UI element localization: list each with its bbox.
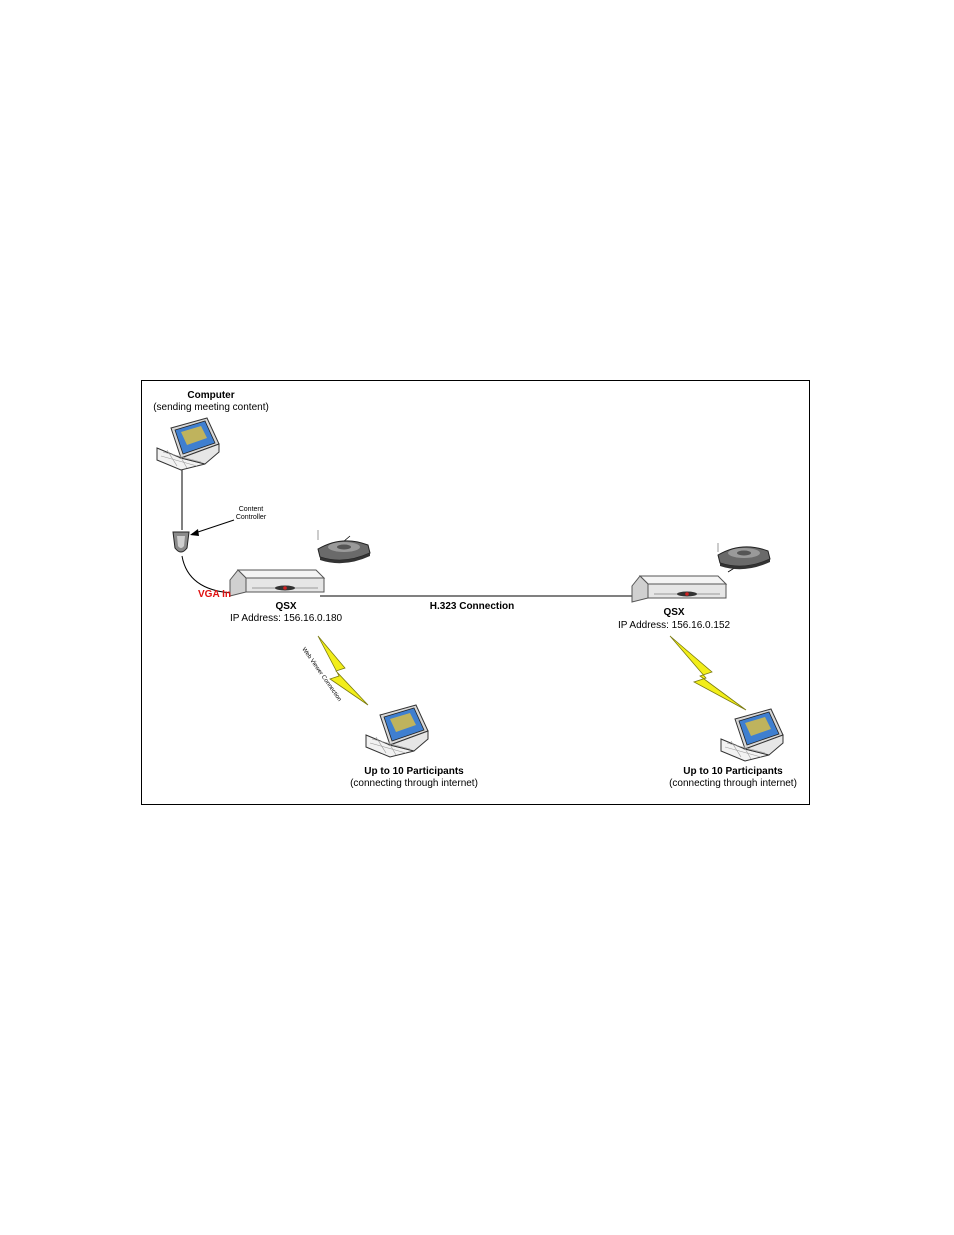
right-speakerphone-icon xyxy=(717,546,771,570)
right-qsx-device-icon xyxy=(631,575,727,603)
right-qsx-name: QSX xyxy=(663,607,685,618)
right-participants-title: Up to 10 Participants xyxy=(683,766,783,777)
diagram-frame xyxy=(141,380,810,805)
computer-title: Computer xyxy=(187,390,235,401)
h323-label: H.323 Connection xyxy=(429,601,515,612)
content-controller-label-2: Controller xyxy=(235,514,267,521)
computer-laptop-icon xyxy=(156,417,220,471)
web-viewer-label: Web Viewer Connection xyxy=(300,647,342,703)
right-participants-subtitle: (connecting through internet) xyxy=(669,778,797,789)
left-qsx-name: QSX xyxy=(275,601,297,612)
right-participants-laptop-icon xyxy=(720,708,784,762)
vga-in-label: VGA In xyxy=(198,589,231,600)
left-speakerphone-icon xyxy=(317,540,371,564)
content-controller-icon xyxy=(172,531,190,553)
content-controller-label-1: Content xyxy=(238,506,264,513)
left-participants-subtitle: (connecting through internet) xyxy=(350,778,478,789)
left-participants-title: Up to 10 Participants xyxy=(364,766,464,777)
left-qsx-device-icon xyxy=(229,569,325,597)
left-participants-laptop-icon xyxy=(365,704,429,758)
left-lightning-icon xyxy=(317,635,369,706)
computer-subtitle: (sending meeting content) xyxy=(153,402,269,413)
right-lightning-icon xyxy=(669,635,747,711)
right-qsx-ip: IP Address: 156.16.0.152 xyxy=(617,620,731,631)
left-qsx-ip: IP Address: 156.16.0.180 xyxy=(229,613,343,624)
